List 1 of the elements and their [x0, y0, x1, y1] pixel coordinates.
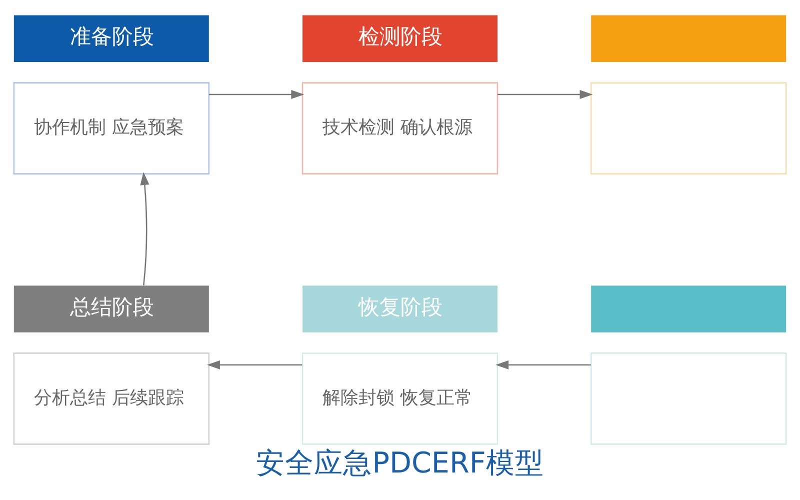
diagram-title: 安全应急PDCERF模型 [256, 444, 544, 479]
